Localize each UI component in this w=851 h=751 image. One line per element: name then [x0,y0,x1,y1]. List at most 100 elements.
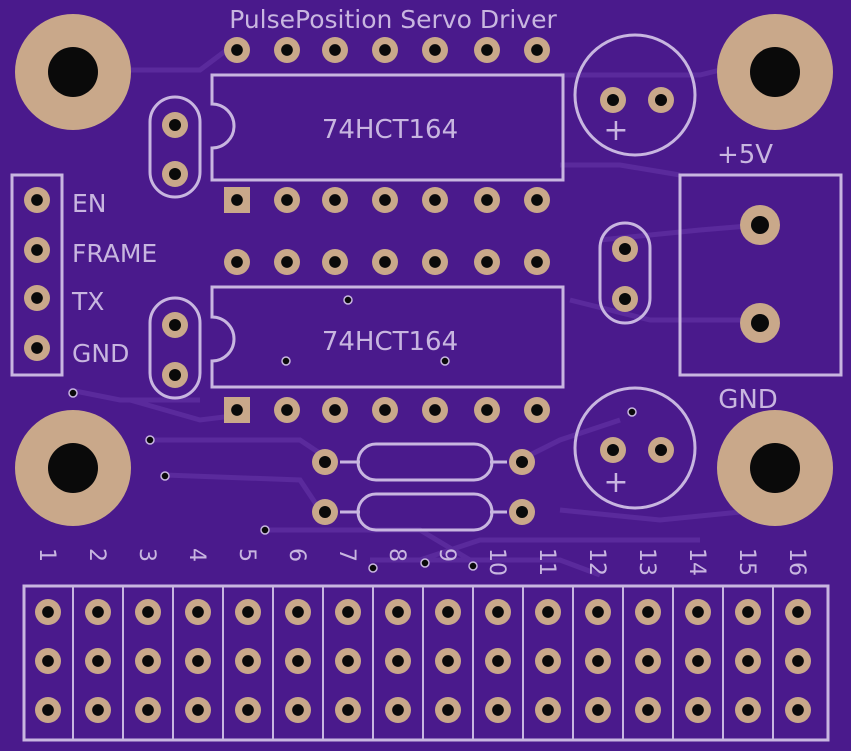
mounting-hole-top-left-drill [48,47,98,97]
servo-channel-label: 8 [384,548,409,562]
servo-pin-pad [435,599,461,625]
servo-pin-pad [535,599,561,625]
decoupling-capacitor-3 [598,221,652,325]
ic-pad [474,397,500,423]
electrolytic-capacitor-2-polarity: + [603,465,628,500]
control-header: EN FRAME TX GND [10,173,157,377]
mounting-hole-bottom-right-drill [750,443,800,493]
ic-pad [322,249,348,275]
ic-chip-1-label: 74HCT164 [322,115,458,145]
servo-pin-pad [485,648,511,674]
servo-pin-pad [235,697,261,723]
power-terminal: +5V GND [678,140,843,415]
header-pin-frame-label: FRAME [72,239,157,268]
ic-pad [524,249,550,275]
servo-pin-pad [285,697,311,723]
servo-channel-label: 13 [634,548,659,576]
ic-pad [224,187,250,213]
mounting-hole-bottom-left-drill [48,443,98,493]
ic-pad [422,397,448,423]
ic-pad [524,37,550,63]
servo-pin-pad [485,599,511,625]
ic-chip-1: 74HCT164 [210,73,565,182]
electrolytic-capacitor-1: + [573,33,697,157]
ic-pad [474,249,500,275]
servo-channel-label: 6 [284,548,309,562]
decoupling-capacitor-1 [148,95,202,199]
servo-channel-label: 9 [434,548,459,562]
servo-pin-pad [535,697,561,723]
servo-pin-pad [335,648,361,674]
servo-channel-label: 5 [234,548,259,562]
servo-channel-label: 11 [534,548,559,576]
servo-channel-label: 7 [334,548,359,562]
board-title: PulsePosition Servo Driver [229,5,557,34]
decoupling-capacitor-2 [148,296,202,400]
ic-pad [322,37,348,63]
servo-pin-pad [685,697,711,723]
servo-pin-pad [585,697,611,723]
header-pin-gnd-label: GND [72,339,129,368]
resistor-1 [312,442,535,482]
mounting-holes [15,14,833,526]
servo-pin-pad [285,648,311,674]
copper-traces [69,38,761,578]
ic-pad [274,397,300,423]
servo-pin-pad [585,648,611,674]
servo-channel-label: 2 [84,548,109,562]
ic-chip-2-label: 74HCT164 [322,327,458,357]
servo-pin-pad [335,697,361,723]
ic-pad [372,397,398,423]
mounting-hole-top-right-drill [750,47,800,97]
servo-pin-pad [735,599,761,625]
servo-pin-pad [435,648,461,674]
ic-chip-2: 74HCT164 [210,285,565,389]
servo-pin-pad [785,599,811,625]
servo-channel-label: 1 [34,548,59,562]
servo-channel-label: 16 [784,548,809,576]
servo-pin-pad [535,648,561,674]
ic-pad [224,37,250,63]
servo-pin-pad [135,697,161,723]
ic-pad [274,249,300,275]
servo-pin-pad [35,599,61,625]
ic-pad [524,397,550,423]
ic-pad [372,249,398,275]
header-pin-pad [24,285,50,311]
servo-pin-pad [435,697,461,723]
resistor-2 [312,492,535,532]
servo-channel-label: 4 [184,548,209,562]
servo-pin-pad [235,599,261,625]
ic-pad [224,397,250,423]
servo-pin-pad [635,599,661,625]
ic-pad [474,187,500,213]
servo-pin-pad [335,599,361,625]
servo-pin-pad [685,599,711,625]
ic-pad [524,187,550,213]
ic-pad [224,249,250,275]
servo-pin-pad [135,599,161,625]
header-pin-pad [24,237,50,263]
ic-pads [224,37,550,423]
servo-pin-pad [735,648,761,674]
servo-pin-pad [235,648,261,674]
header-pin-en-label: EN [72,189,107,218]
electrolytic-capacitor-2: + [573,386,697,510]
ic-pad [372,187,398,213]
servo-channel-label: 3 [134,548,159,562]
servo-pin-pad [635,697,661,723]
ic-pad [422,37,448,63]
servo-pin-pad [385,599,411,625]
servo-channel-label: 15 [734,548,759,576]
servo-pin-pad [185,648,211,674]
header-pin-pad [24,187,50,213]
servo-pin-pad [385,697,411,723]
servo-pin-pad [85,697,111,723]
servo-pin-pad [785,648,811,674]
vias [68,295,637,573]
ic-pad [274,37,300,63]
servo-pin-pad [285,599,311,625]
ic-pad [322,187,348,213]
